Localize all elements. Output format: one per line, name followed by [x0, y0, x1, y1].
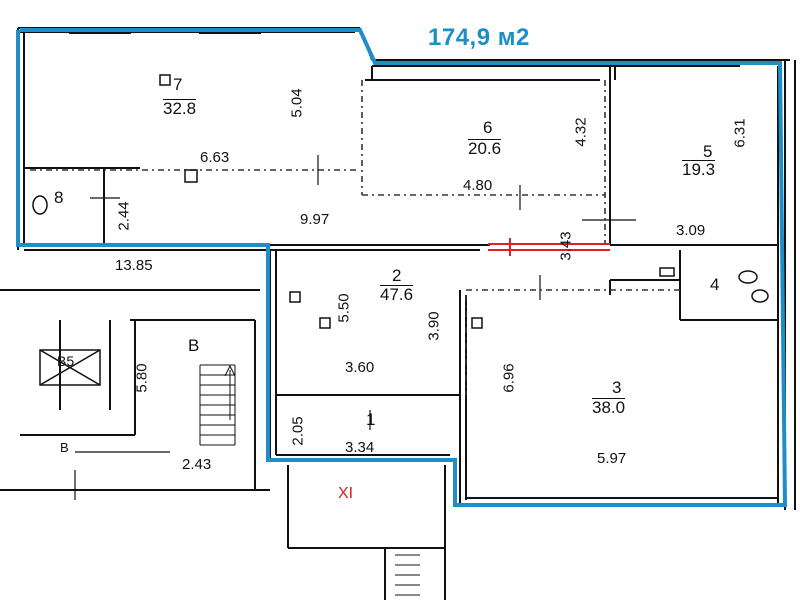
dim-6-63: 6.63 [200, 149, 230, 166]
dimension-lines [74, 155, 636, 500]
dim-4-32: 4.32 [572, 117, 590, 147]
exit-label: XI [338, 485, 354, 502]
fixtures [32, 74, 769, 329]
opening-marker [488, 238, 610, 256]
dim-6-31: 6.31 [731, 118, 749, 148]
dim-3-43: 3.43 [557, 231, 575, 261]
total-area-label: 174,9 м2 [428, 24, 530, 51]
dim-2-05: 2.05 [289, 416, 307, 446]
dim-4-80: 4.80 [463, 177, 493, 194]
dim-3-90: 3.90 [425, 311, 443, 341]
room-3-number: 3 [612, 378, 622, 397]
dim-6-96: 6.96 [500, 363, 518, 393]
room-7-area: 32.8 [163, 99, 197, 118]
room-2-area: 47.6 [380, 285, 414, 304]
rental-area-outline [16, 28, 788, 507]
dim-2-43: 2.43 [182, 456, 212, 473]
room-5-area: 19.3 [682, 160, 716, 179]
room-v1-number: В [188, 336, 200, 355]
stairs [199, 364, 420, 596]
room-8-number: 8 [54, 188, 64, 207]
dim-3-60: 3.60 [345, 359, 375, 376]
elevator-shaft [39, 349, 101, 386]
dim-2-44: 2.44 [115, 201, 133, 231]
room-7-number: 7 [173, 75, 183, 94]
dim-5-04: 5.04 [288, 88, 306, 118]
dim-3-34: 3.34 [345, 439, 375, 456]
dim-3-09: 3.09 [676, 222, 706, 239]
room-2-number: 2 [392, 266, 402, 285]
room-v2-number: В [60, 440, 69, 455]
dim-5-97: 5.97 [597, 450, 627, 467]
room-5-number: 5 [703, 142, 713, 161]
dim-5-80: 5.80 [133, 363, 151, 393]
dim-13-85: 13.85 [115, 257, 153, 274]
dim-5-50: 5.50 [335, 293, 353, 323]
room-4-number: 4 [710, 275, 720, 294]
room-b5-number: В5 [57, 353, 75, 369]
dim-9-97: 9.97 [300, 211, 330, 228]
room-1-number: 1 [366, 410, 376, 429]
room-6-area: 20.6 [468, 139, 502, 158]
room-3-area: 38.0 [592, 398, 626, 417]
room-6-number: 6 [483, 118, 493, 137]
